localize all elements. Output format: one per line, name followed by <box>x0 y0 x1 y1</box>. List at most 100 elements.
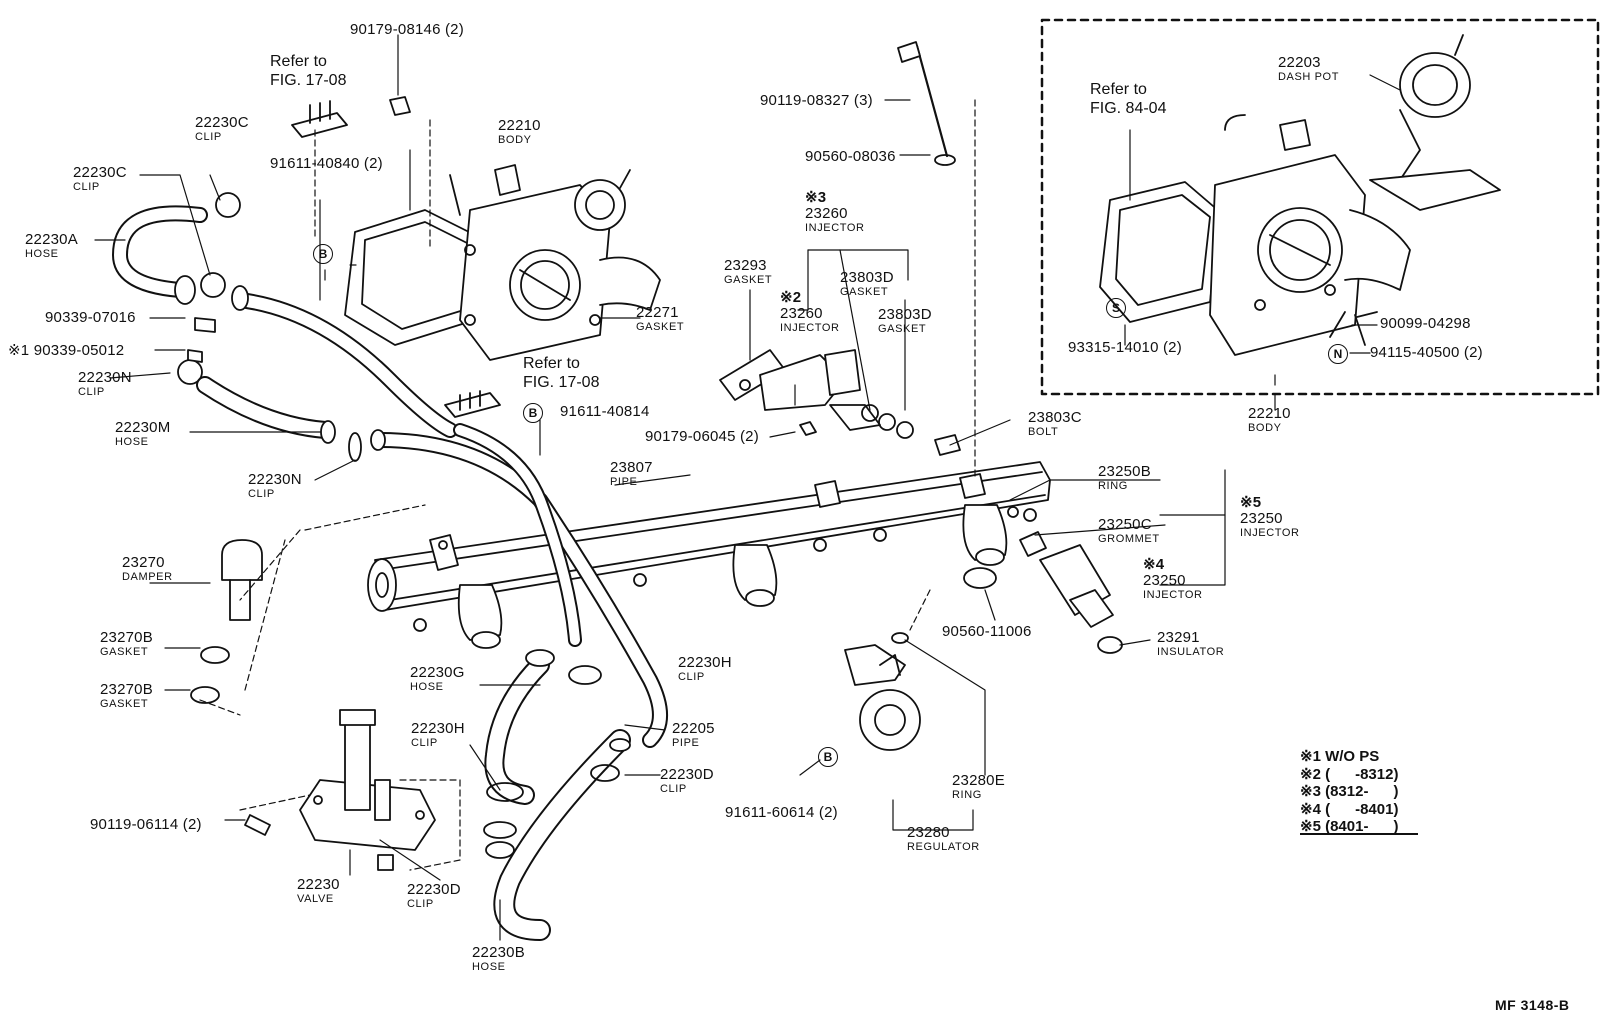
part-number: 22210 <box>1248 405 1291 422</box>
label-22230D-clip-a: 22230D CLIP <box>660 767 714 795</box>
label-90099-04298: 90099-04298 <box>1380 315 1471 332</box>
part-name: HOSE <box>472 961 506 973</box>
label-90179-08146: 90179-08146 (2) <box>350 21 464 38</box>
part-name: CLIP <box>678 671 705 683</box>
label-90119-06114: 90119-06114 (2) <box>90 816 202 833</box>
part-number: 23280 <box>907 824 950 841</box>
part-number: 23280E <box>952 772 1005 789</box>
part-name: CLIP <box>73 181 100 193</box>
part-name: RING <box>1098 480 1128 492</box>
label-91611-40814: 91611-40814 <box>560 403 650 420</box>
part-name: HOSE <box>410 681 444 693</box>
part-name: BODY <box>498 134 532 146</box>
label-23803D-gasket-b: 23803D GASKET <box>878 307 932 335</box>
label-23293-gasket: 23293 GASKET <box>724 258 772 286</box>
part-number: 23293 <box>724 257 767 274</box>
label-23260-injector-a: ※3 23260 INJECTOR <box>805 190 865 234</box>
part-name: INJECTOR <box>780 322 840 334</box>
pressure-regulator <box>844 632 921 751</box>
label-22230G-hose: 22230G HOSE <box>410 665 465 693</box>
part-name: INJECTOR <box>805 222 865 234</box>
refer-fig: FIG. 17-08 <box>523 374 600 391</box>
label-90339-05012: ※1 90339-05012 <box>8 343 124 358</box>
label-22230N-clip-b: 22230N CLIP <box>248 472 302 500</box>
marker-5: ※5 <box>1240 494 1262 511</box>
part-number: 23807 <box>610 459 653 476</box>
part-name: GROMMET <box>1098 533 1160 545</box>
part-name: CLIP <box>411 737 438 749</box>
part-number: 23250C <box>1098 516 1152 533</box>
label-22203-dashpot: 22203 DASH POT <box>1278 55 1339 83</box>
part-name: HOSE <box>25 248 59 260</box>
label-90179-06045: 90179-06045 (2) <box>645 428 759 445</box>
part-number: 23250 <box>1240 510 1283 527</box>
label-22205-pipe: 22205 PIPE <box>672 721 715 749</box>
hoses <box>112 205 668 941</box>
label-23803D-gasket-a: 23803D GASKET <box>840 270 894 298</box>
part-name: INJECTOR <box>1143 589 1203 601</box>
label-22230D-clip-b: 22230D CLIP <box>407 882 461 910</box>
legend: ※1 W/O PS ※2 ( -8312) ※3 (8312- ) ※4 ( -… <box>1300 748 1398 836</box>
label-22230H-clip-b: 22230H CLIP <box>411 721 465 749</box>
label-23270B-gasket-b: 23270B GASKET <box>100 682 153 710</box>
legend-item: ※5 (8401- ) <box>1300 818 1399 835</box>
detail-box <box>1040 18 1600 396</box>
pressure-damper <box>190 539 263 704</box>
label-22230C-clip-b: 22230C CLIP <box>73 165 127 193</box>
part-name: GASKET <box>840 286 889 298</box>
leader-lines <box>94 34 1401 941</box>
part-name: GASKET <box>100 698 149 710</box>
part-name: CLIP <box>195 131 222 143</box>
part-name: PIPE <box>672 737 700 749</box>
part-number: 23260 <box>780 305 823 322</box>
throttle-body-right <box>1099 34 1501 356</box>
label-22230N-clip-a: 22230N CLIP <box>78 370 132 398</box>
part-number: 22210 <box>498 117 541 134</box>
part-number: 22230A <box>25 231 78 248</box>
circle-b-marker: B <box>523 403 543 423</box>
part-name: INJECTOR <box>1240 527 1300 539</box>
part-name: CLIP <box>407 898 434 910</box>
refer-fig-17-08-mid: Refer to FIG. 17-08 <box>523 354 599 392</box>
label-22230A-hose: 22230A HOSE <box>25 232 78 260</box>
label-94115-40500: 94115-40500 (2) <box>1370 344 1483 361</box>
circle-n-marker: N <box>1328 344 1348 364</box>
part-name: BODY <box>1248 422 1282 434</box>
circle-s-marker: S <box>1106 298 1126 318</box>
part-number: 23803D <box>878 306 932 323</box>
label-22230H-clip-a: 22230H CLIP <box>678 655 732 683</box>
label-22230M-hose: 22230M HOSE <box>115 420 170 448</box>
marker-4: ※4 <box>1143 556 1165 573</box>
label-22230-valve: 22230 VALVE <box>297 877 340 905</box>
marker-2: ※2 <box>780 289 802 306</box>
part-number: 23803C <box>1028 409 1082 426</box>
part-number: 22230D <box>660 766 714 783</box>
part-number: 22205 <box>672 720 715 737</box>
part-number: 22230B <box>472 944 525 961</box>
circle-b-marker: B <box>313 244 333 264</box>
part-name: INSULATOR <box>1157 646 1225 658</box>
marker-1: ※1 <box>8 342 30 359</box>
part-name: RING <box>952 789 982 801</box>
throttle-body-left <box>344 164 661 361</box>
legend-item: ※2 ( -8312) <box>1300 765 1399 783</box>
label-90339-07016: 90339-07016 <box>45 309 136 326</box>
refer-fig-84-04: Refer to FIG. 84-04 <box>1090 80 1166 118</box>
injector-23260 <box>719 349 914 439</box>
refer-text: Refer to <box>270 53 327 70</box>
marker-3: ※3 <box>805 189 827 206</box>
part-number: 22230 <box>297 876 340 893</box>
label-91611-40840: 91611-40840 (2) <box>270 155 383 172</box>
part-name: GASKET <box>724 274 773 286</box>
refer-fig: FIG. 17-08 <box>270 72 347 89</box>
part-number: 90339-05012 <box>33 342 125 359</box>
injector-23250 <box>963 506 1123 654</box>
label-23250C-grommet: 23250C GROMMET <box>1098 517 1160 545</box>
part-number: 23270B <box>100 629 153 646</box>
part-name: HOSE <box>115 436 149 448</box>
label-23280-regulator: 23280 REGULATOR <box>907 825 980 853</box>
part-number: 23803D <box>840 269 894 286</box>
part-name: GASKET <box>636 321 685 333</box>
label-22230B-hose: 22230B HOSE <box>472 945 525 973</box>
